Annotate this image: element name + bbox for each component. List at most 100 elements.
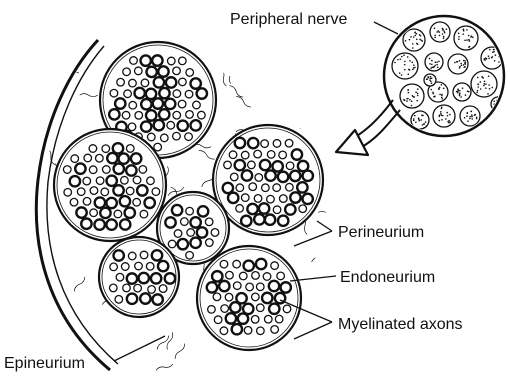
myelinated-axon xyxy=(241,194,249,202)
myelinated-axon xyxy=(161,134,169,142)
myelinated-axon xyxy=(109,284,117,292)
myelinated-axon xyxy=(126,187,134,195)
myelinated-axon xyxy=(64,188,72,196)
myelinated-axon xyxy=(214,316,222,324)
myelinated-axon xyxy=(129,101,137,109)
peripheral-nerve-label: Peripheral nerve xyxy=(230,11,348,28)
myelinated-axon xyxy=(267,151,275,159)
peripheral-nerve-inset xyxy=(384,16,505,136)
myelinated-axon xyxy=(152,55,162,65)
myelinated-axon xyxy=(211,229,219,237)
myelinated-axon xyxy=(206,239,214,247)
myelinated-axon xyxy=(71,155,79,163)
myelinated-axon xyxy=(220,327,228,335)
connective-fiber xyxy=(300,127,318,131)
myelinated-axon xyxy=(158,261,168,271)
myelinated-axon xyxy=(141,121,151,131)
myelinated-axon xyxy=(128,123,136,131)
myelinated-axon xyxy=(125,208,135,218)
myelinated-axon xyxy=(166,77,176,87)
myelinated-axon xyxy=(269,281,279,291)
myelinated-axon xyxy=(267,195,275,203)
myelinated-axon xyxy=(173,90,181,98)
myelinated-axon xyxy=(131,153,141,163)
connective-fiber xyxy=(326,189,339,201)
myelinated-axon xyxy=(233,260,241,268)
myelinated-axon xyxy=(279,151,287,159)
inset-fascicle xyxy=(460,106,480,126)
myelinated-axon xyxy=(254,195,262,203)
myelinated-axon xyxy=(135,111,143,119)
myelinated-axon xyxy=(139,166,147,174)
myelinated-axon xyxy=(205,218,213,226)
fascicle xyxy=(213,125,323,235)
connective-fiber xyxy=(265,346,269,364)
myelinated-axon xyxy=(221,305,229,313)
myelinated-axon xyxy=(129,79,137,87)
connective-fiber xyxy=(305,350,321,358)
myelinated-axon xyxy=(278,216,288,226)
myelinated-axon xyxy=(113,143,123,153)
myelinated-axon xyxy=(264,315,272,323)
myelinated-axon xyxy=(159,109,169,119)
myelinated-axon xyxy=(70,198,78,206)
inset-fascicle xyxy=(425,53,443,71)
epineurium-label: Epineurium xyxy=(4,355,85,372)
myelinated-axon xyxy=(228,193,238,203)
myelinated-axon xyxy=(230,302,240,312)
myelinated-axon xyxy=(101,188,109,196)
myelinated-axon xyxy=(248,161,256,169)
myelinated-axon xyxy=(139,273,149,283)
myelinated-axon xyxy=(226,313,236,323)
myelinated-axon xyxy=(178,100,186,108)
myelinated-axon xyxy=(159,88,169,98)
myelinated-axon xyxy=(133,198,141,206)
myelinated-axon xyxy=(239,272,247,280)
inset-fascicle xyxy=(471,71,497,97)
myelinated-axon xyxy=(271,326,279,334)
myelinated-axon xyxy=(152,250,162,260)
myelinated-axon xyxy=(185,133,193,141)
myelinated-axon xyxy=(137,185,147,195)
myelinated-axon xyxy=(75,163,85,173)
myelinated-axon xyxy=(89,166,97,174)
myelinated-axon xyxy=(103,166,111,174)
endoneurium-label: Endoneurium xyxy=(340,269,435,286)
myelinated-axon xyxy=(269,304,279,314)
perineurium-label: Perineurium xyxy=(338,224,424,241)
myelinated-axon xyxy=(257,327,265,335)
myelinated-axon xyxy=(174,230,182,238)
myelinated-axon xyxy=(90,187,98,195)
myelinated-axon xyxy=(248,138,258,148)
myelinated-axon xyxy=(113,250,123,260)
myelinated-axon xyxy=(256,304,264,312)
myelinated-axon xyxy=(83,177,91,185)
myelinated-axon xyxy=(173,111,181,119)
myelinated-axon xyxy=(140,293,150,303)
inset-fascicle xyxy=(403,29,425,51)
myelinated-axon xyxy=(109,109,119,119)
myelinated-axon xyxy=(140,55,150,65)
myelinated-axon xyxy=(225,293,233,301)
myelinated-axon xyxy=(272,161,282,171)
myelinated-axon xyxy=(207,282,217,292)
myelinated-axon xyxy=(244,327,252,335)
myelinated-axon xyxy=(181,218,189,226)
myelinated-axon xyxy=(122,111,130,119)
myelinated-axon xyxy=(123,68,131,76)
myelinated-axon xyxy=(96,154,104,162)
fascicle xyxy=(197,246,301,350)
myelinated-axons-leader-2 xyxy=(294,322,332,339)
myelinated-axon xyxy=(229,151,237,159)
myelinated-axon xyxy=(219,281,229,291)
myelinated-axon xyxy=(141,99,151,109)
myelinated-axon xyxy=(252,272,260,280)
inset-fascicle xyxy=(448,54,468,74)
myelinated-axon xyxy=(172,205,182,215)
myelinated-axon xyxy=(167,121,175,129)
myelinated-axon xyxy=(107,153,117,163)
connective-fiber xyxy=(61,47,65,65)
myelinated-axon xyxy=(165,217,175,227)
myelinated-axon xyxy=(90,209,98,217)
myelinated-axon xyxy=(123,284,131,292)
